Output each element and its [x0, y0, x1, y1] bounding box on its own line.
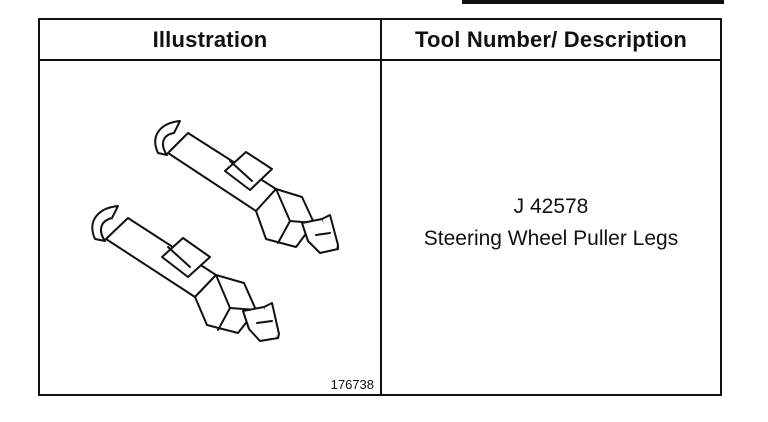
figure-number: 176738 [330, 377, 374, 392]
tool-table: Illustration Tool Number/ Description [38, 18, 722, 396]
puller-leg-upper [154, 120, 339, 254]
puller-leg-lower [91, 205, 280, 342]
description-header: Tool Number/ Description [382, 20, 720, 61]
description-cell: J 42578 Steering Wheel Puller Legs [382, 61, 720, 394]
top-rule [462, 0, 724, 4]
illustration-cell: 176738 [40, 61, 382, 394]
illustration-header: Illustration [40, 20, 382, 61]
tool-name: Steering Wheel Puller Legs [423, 226, 679, 250]
tool-number: J 42578 [513, 194, 589, 218]
puller-legs-illustration [91, 120, 339, 342]
